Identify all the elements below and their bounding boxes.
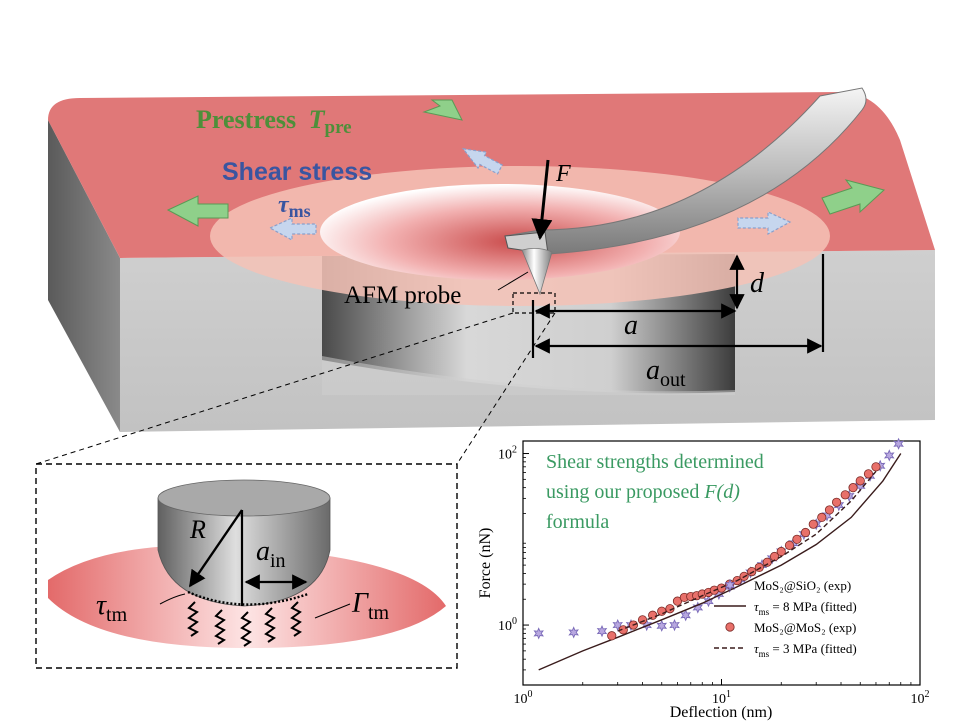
data-point-sio2 [669,618,680,632]
afm-probe-leader [497,271,529,291]
spring [214,609,226,645]
block-left-face [48,120,120,432]
interface-shear-leader [159,593,186,605]
prestress-arrow-icon [166,195,229,227]
tip-radius-label: R [189,515,206,544]
vdw-springs [187,601,302,647]
chart-marks [533,437,904,671]
x-tick-label: 100 [514,689,533,707]
spring [240,611,252,647]
depth-d-label: d [750,268,765,299]
prestress-label: Prestress Tpre [196,105,352,138]
data-point-mos2 [754,562,764,573]
force-label: F [555,161,571,187]
interface-energy-label: Γtm [351,588,389,624]
force-arrow [531,159,553,241]
data-point-mos2 [824,505,835,515]
force-deflection-chart: Shear strengths determined using our pro… [477,437,930,721]
data-point-mos2 [848,483,858,493]
data-point-sio2 [533,627,544,640]
zoom-leader-right [456,312,556,465]
interface-shear-label: τtm [96,590,128,626]
fit-line-3mpa [617,470,877,632]
x-tick-label: 102 [911,689,930,707]
dimension-lines [531,254,825,358]
data-point-sio2 [612,618,623,632]
data-point-mos2 [831,497,842,507]
data-point-mos2 [817,512,827,523]
data-point-mos2 [840,490,850,500]
y-axis-label: Force (nN) [477,528,494,599]
shear-arrow-icon [461,148,504,175]
shear-stress-symbol: τms [278,192,311,221]
legend-swatch [724,578,736,592]
data-point-mos2 [607,631,617,641]
data-point-sio2 [680,609,691,622]
data-point-mos2 [657,606,667,616]
data-point-mos2 [863,469,874,479]
y-tick-label: 102 [498,445,517,463]
legend-entry: τms = 8 MPa (fitted) [754,599,857,617]
zoom-leader-left [35,312,514,465]
afm-probe-label: AFM probe [344,282,461,309]
legend-entry: MoS₂@MoS₂ (exp) [754,620,856,635]
shear-arrows [268,148,792,242]
data-point-sio2 [692,601,704,614]
legend-swatch [725,622,735,632]
data-point-sio2 [893,437,904,450]
shear-arrow-icon [268,217,317,242]
spring [264,607,276,643]
chart-axes: 100 101 102 100 102 [498,445,930,707]
probe-tip [521,248,553,296]
data-point-sio2 [883,449,895,462]
data-point-sio2 [656,619,668,632]
contact-radius-label: ain [256,536,286,572]
x-axis-label: Deflection (nm) [670,704,773,721]
fit-line-8mpa [538,453,902,671]
suspended-membrane [320,184,680,280]
shear-arrow-icon [737,211,792,236]
legend-entry: MoS₂@SiO₂ (exp) [754,578,851,593]
radius-a-label: a [624,310,638,341]
caption-line-3: formula [546,511,609,533]
radius-r-line [189,509,243,588]
caption-line-1: Shear strengths determined [546,451,764,473]
zoom-region-box [512,292,556,314]
chart-frame [522,440,921,686]
contact-inset: R ain τtm Γtm [35,463,458,669]
data-point-mos2 [672,596,683,606]
prestress-arrow-icon [821,179,886,215]
data-point-mos2 [792,534,802,544]
spring [290,601,302,637]
cavity-floor [322,356,735,395]
spring [187,601,199,637]
data-point-mos2 [776,546,786,557]
prestress-arrows [166,99,886,227]
data-point-mos2 [808,519,818,529]
caption-line-2: using our proposed F(d) [546,481,740,503]
data-point-mos2 [747,567,757,577]
data-point-sio2 [568,626,579,639]
legend-entry: τms = 3 MPa (fitted) [754,641,857,659]
contact-dotted-interface [187,590,309,606]
prestress-arrow-icon [422,99,463,121]
sphere-top [157,479,331,517]
data-point-mos2 [637,615,648,625]
chart-legend: MoS₂@SiO₂ (exp) τms = 8 MPa (fitted) MoS₂@… [714,578,857,659]
chart-caption: Shear strengths determined using our pro… [546,451,764,533]
data-point-mos2 [871,462,881,472]
shear-stress-label: Shear stress [222,158,372,186]
interface-energy-leader [314,603,351,619]
data-point-mos2 [784,540,795,550]
data-point-mos2 [855,476,865,486]
data-point-sio2 [596,624,608,638]
y-tick-label: 100 [498,616,517,634]
radius-out-label: aout [646,355,686,391]
data-point-mos2 [800,527,811,538]
x-tick-label: 101 [712,689,731,707]
